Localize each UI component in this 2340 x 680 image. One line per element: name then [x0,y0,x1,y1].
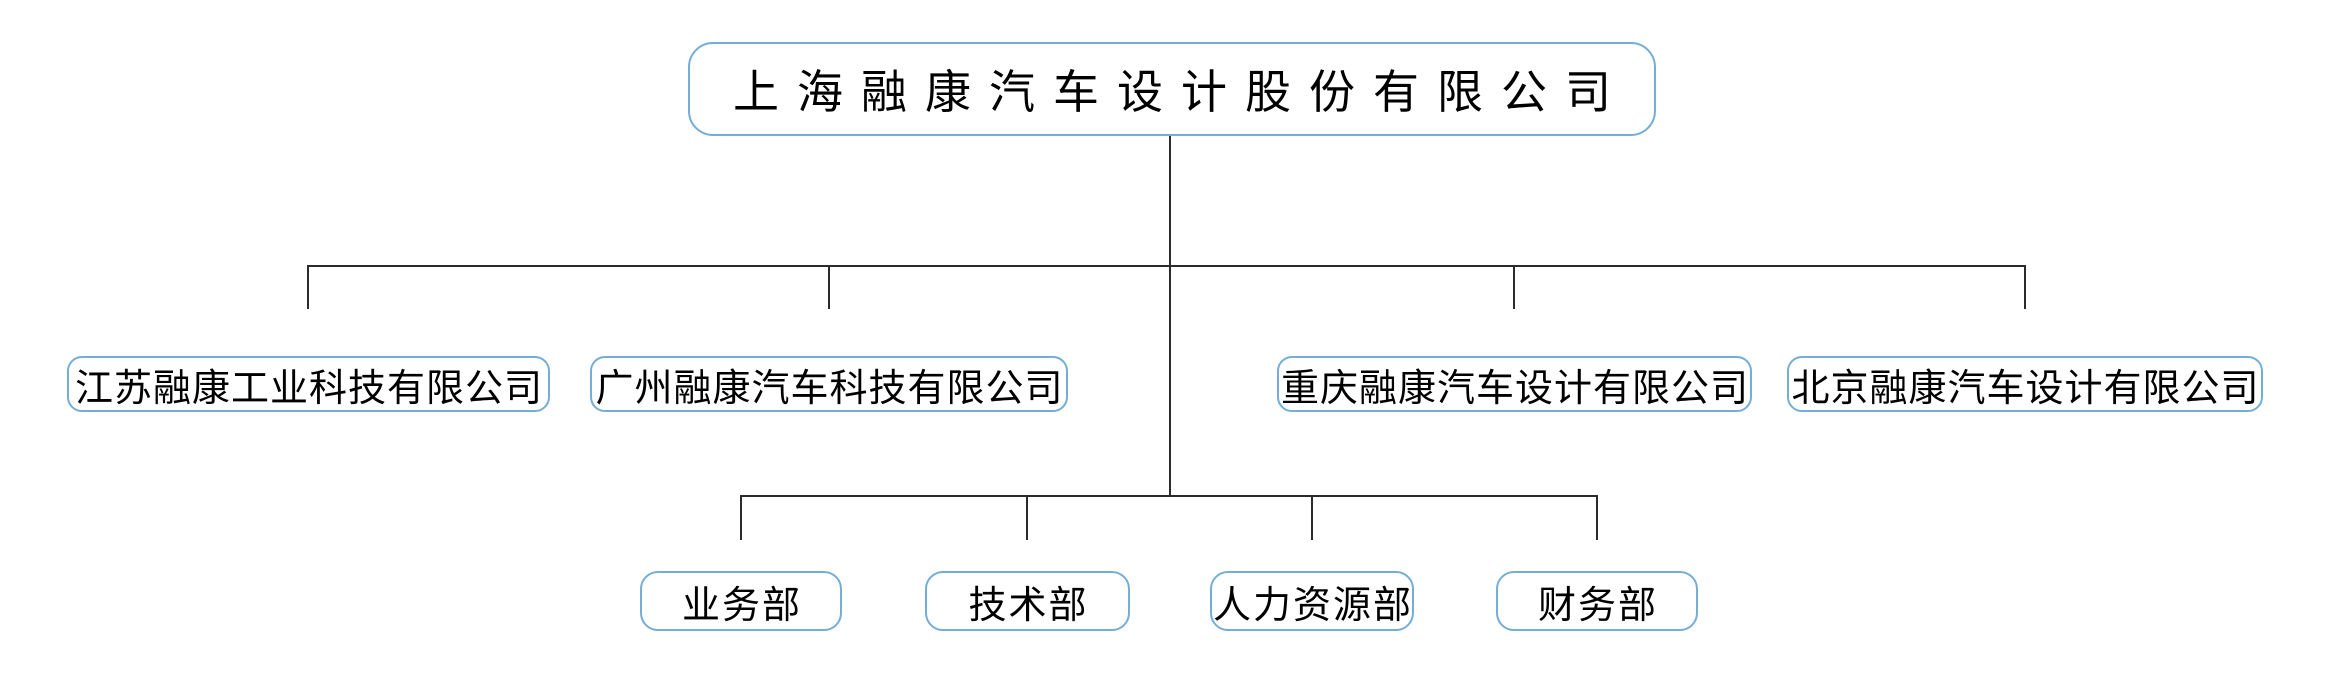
connector-level3-stub-3 [1311,495,1313,540]
subsidiary-label: 北京融康汽车设计有限公司 [1791,367,2260,410]
subsidiary-node-beijing: 北京融康汽车设计有限公司 [1787,356,2263,412]
subsidiary-label: 广州融康汽车科技有限公司 [595,367,1064,410]
subsidiary-label: 重庆融康汽车设计有限公司 [1280,367,1749,410]
connector-trunk [1169,136,1171,496]
department-label: 技术部 [968,584,1089,627]
connector-level3-stub-4 [1596,495,1598,540]
connector-level3-stub-2 [1026,495,1028,540]
connector-level3-stub-1 [740,495,742,540]
subsidiary-node-chongqing: 重庆融康汽车设计有限公司 [1277,356,1752,412]
connector-level2-stub-1 [307,265,309,309]
department-node-hr: 人力资源部 [1210,571,1414,631]
subsidiary-node-jiangsu: 江苏融康工业科技有限公司 [67,356,550,412]
connector-level2-rail [307,265,2026,267]
subsidiary-node-guangzhou: 广州融康汽车科技有限公司 [590,356,1068,412]
connector-level2-stub-3 [1513,265,1515,309]
department-node-technology: 技术部 [925,571,1130,631]
root-company-node: 上海融康汽车设计股份有限公司 [688,42,1656,136]
connector-level3-rail [740,495,1598,497]
department-node-finance: 财务部 [1496,571,1698,631]
connector-level2-stub-2 [828,265,830,309]
subsidiary-label: 江苏融康工业科技有限公司 [74,367,543,410]
department-label: 财务部 [1537,584,1658,627]
department-node-business: 业务部 [640,571,842,631]
department-label: 业务部 [681,584,802,627]
connector-level2-stub-4 [2024,265,2026,309]
root-company-label: 上海融康汽车设计股份有限公司 [733,66,1629,118]
department-label: 人力资源部 [1213,584,1414,627]
